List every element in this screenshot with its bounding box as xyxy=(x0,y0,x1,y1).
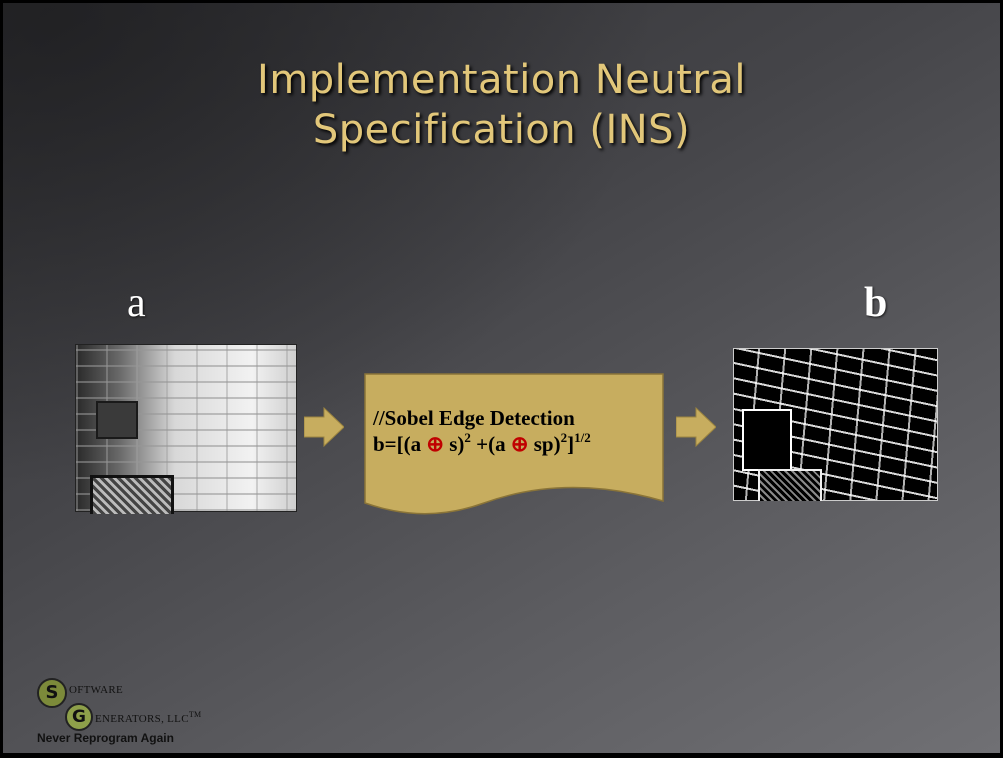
input-label: a xyxy=(127,280,146,326)
title-line-2: Specification (INS) xyxy=(312,107,691,153)
input-image xyxy=(75,344,297,514)
logo-g-icon: G xyxy=(65,703,93,731)
formula-text: //Sobel Edge Detection b=[(a ⊕ s)2 +(a ⊕… xyxy=(373,405,663,457)
right-arrow-icon xyxy=(304,407,344,447)
logo-tagline: Never Reprogram Again xyxy=(37,731,174,745)
oplus-operator-2: ⊕ xyxy=(510,432,529,456)
logo-word-software: OFTWARE xyxy=(69,684,124,696)
document-shape xyxy=(364,373,664,515)
formula-box: //Sobel Edge Detection b=[(a ⊕ s)2 +(a ⊕… xyxy=(364,373,664,519)
right-arrow-icon xyxy=(676,407,716,447)
formula-comment: //Sobel Edge Detection xyxy=(373,406,575,430)
logo-word-generators: ENERATORS, LLCTM xyxy=(95,710,202,725)
slide: Implementation Neutral Specification (IN… xyxy=(3,3,1000,753)
title-line-1: Implementation Neutral xyxy=(257,57,746,103)
slide-title: Implementation Neutral Specification (IN… xyxy=(3,55,1000,155)
edge-outline-chair xyxy=(758,469,822,501)
logo-s-icon: S xyxy=(37,678,67,708)
photo-television xyxy=(96,401,138,439)
company-logo: S OFTWARE G ENERATORS, LLCTM Never Repro… xyxy=(37,673,207,751)
output-image xyxy=(733,348,938,501)
photo-chair xyxy=(90,475,174,514)
formula-equation: b=[(a ⊕ s)2 +(a ⊕ sp)2]1/2 xyxy=(373,430,591,456)
oplus-operator-1: ⊕ xyxy=(426,432,444,456)
output-label: b xyxy=(864,280,888,326)
edge-outline-object xyxy=(742,409,792,471)
